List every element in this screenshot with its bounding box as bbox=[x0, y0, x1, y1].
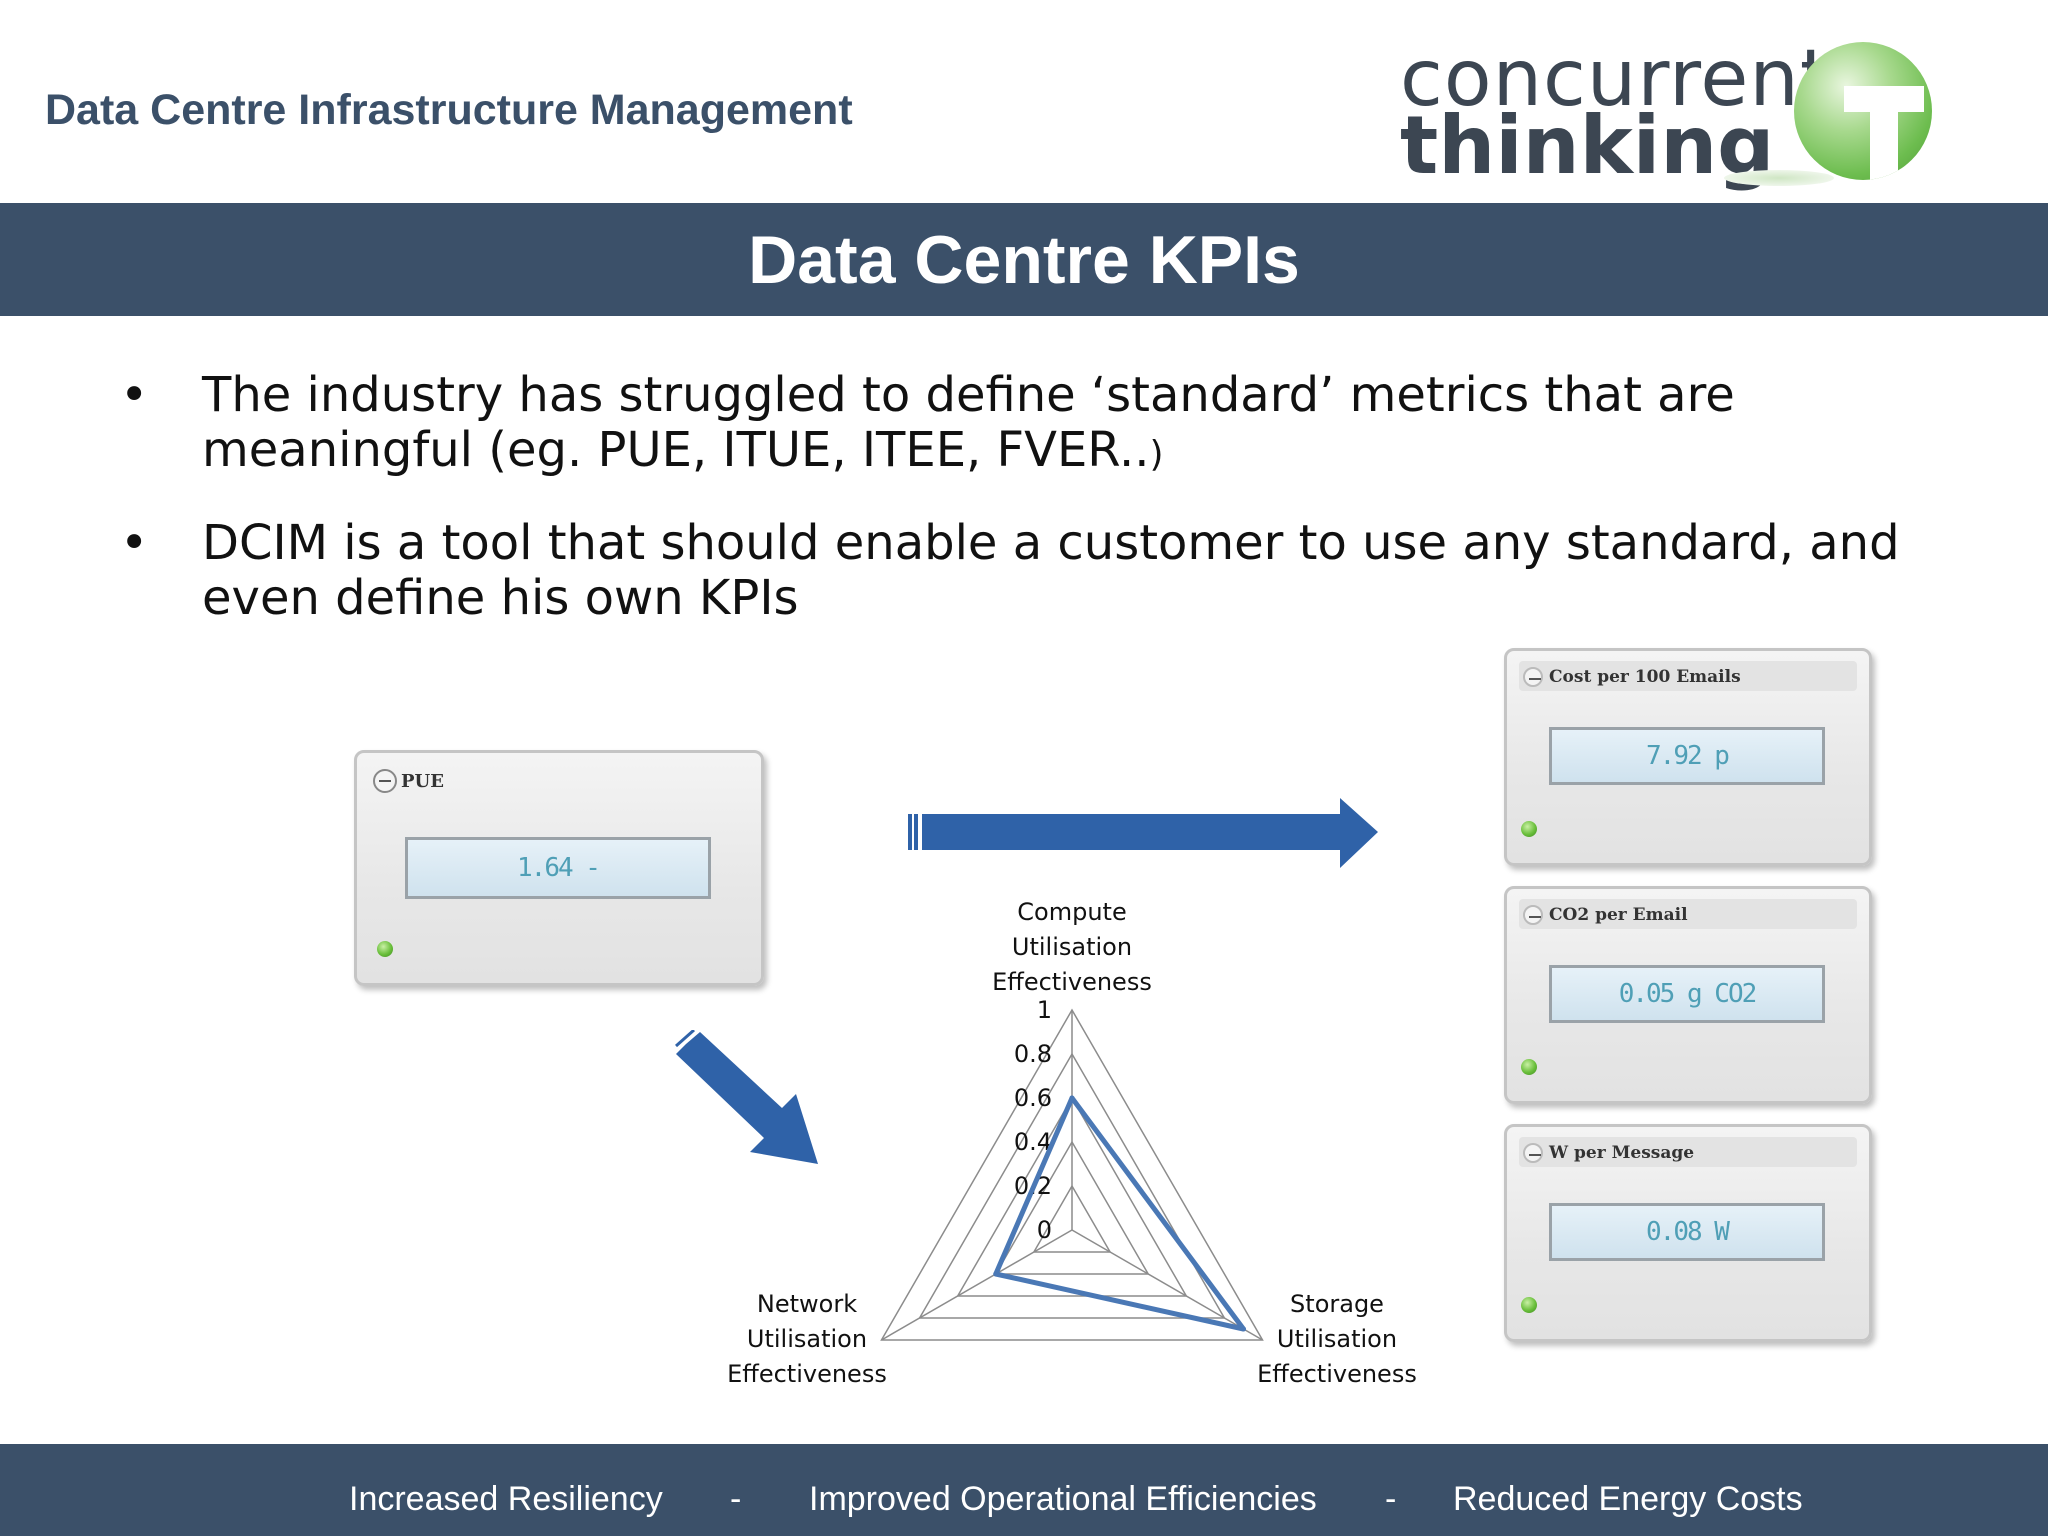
radar-grid-ring bbox=[956, 1096, 1188, 1297]
gauge-value-display: 7.92 p bbox=[1549, 727, 1825, 785]
radar-axis-label: Compute bbox=[1017, 898, 1126, 926]
radar-grid-ring bbox=[1032, 1184, 1112, 1253]
radar-axis-label: Network bbox=[757, 1290, 857, 1318]
status-led-icon bbox=[377, 941, 393, 957]
diagonal-arrow-icon bbox=[675, 1030, 818, 1164]
collapse-icon[interactable] bbox=[373, 769, 397, 793]
watts-per-message-gauge: W per Message 0.08 W bbox=[1504, 1124, 1872, 1342]
radar-tick-label: 0 bbox=[1037, 1216, 1052, 1244]
radar-series-line bbox=[993, 1095, 1246, 1332]
radar-data-point bbox=[1069, 1095, 1075, 1101]
bullet-dot: • bbox=[120, 367, 149, 423]
radar-axis-label: Utilisation bbox=[1012, 933, 1132, 961]
footer-separator: - bbox=[730, 1480, 742, 1518]
header-title: Data Centre Infrastructure Management bbox=[45, 86, 853, 134]
pue-gauge: PUE 1.64 - bbox=[354, 750, 764, 986]
footer-item-efficiencies: Improved Operational Efficiencies bbox=[809, 1480, 1317, 1518]
radar-axis-label: Utilisation bbox=[747, 1325, 867, 1353]
gauge-label: W per Message bbox=[1549, 1143, 1695, 1163]
right-arrow-icon bbox=[908, 798, 1378, 868]
radar-grid-ring bbox=[880, 1008, 1264, 1341]
gauge-value-display: 1.64 - bbox=[405, 837, 711, 899]
radar-spoke bbox=[1071, 1229, 1263, 1341]
radar-axis-label: Utilisation bbox=[1277, 1325, 1397, 1353]
radar-grid-ring bbox=[918, 1052, 1226, 1319]
collapse-icon[interactable] bbox=[1523, 667, 1543, 687]
footer-separator: - bbox=[1385, 1480, 1397, 1518]
logo-word-concurrent: concurrent bbox=[1400, 34, 1832, 124]
radar-data-point bbox=[1240, 1326, 1246, 1332]
slide-title: Data Centre KPIs bbox=[748, 221, 1300, 298]
radar-axis-label: Storage bbox=[1290, 1290, 1384, 1318]
bullet-item: • DCIM is a tool that should enable a cu… bbox=[120, 516, 1980, 626]
radar-tick-label: 0.8 bbox=[1014, 1040, 1052, 1068]
cost-per-emails-gauge: Cost per 100 Emails 7.92 p bbox=[1504, 648, 1872, 866]
company-logo: concurrent thinking bbox=[1392, 34, 1952, 194]
bullet-list: • The industry has struggled to define ‘… bbox=[120, 368, 1980, 660]
bullet-suffix: ) bbox=[1149, 434, 1164, 475]
radar-axis-label: Effectiveness bbox=[992, 968, 1152, 996]
logo-shadow bbox=[1724, 170, 1834, 186]
bullet-item: • The industry has struggled to define ‘… bbox=[120, 368, 1980, 482]
collapse-icon[interactable] bbox=[1523, 1143, 1543, 1163]
radar-axis-label: Effectiveness bbox=[727, 1360, 887, 1388]
status-led-icon bbox=[1521, 1059, 1537, 1075]
logo-word-thinking: thinking bbox=[1400, 99, 1775, 192]
gauge-value-display: 0.08 W bbox=[1549, 1203, 1825, 1261]
gauge-value-display: 0.05 g CO2 bbox=[1549, 965, 1825, 1023]
footer-item-resiliency: Increased Resiliency bbox=[349, 1480, 663, 1518]
logo-t-ball-icon bbox=[1794, 42, 1932, 180]
footer-item-energy: Reduced Energy Costs bbox=[1453, 1480, 1803, 1518]
slide-title-band: Data Centre KPIs bbox=[0, 203, 2048, 316]
bullet-text: The industry has struggled to define ‘st… bbox=[202, 367, 1735, 478]
gauge-label: Cost per 100 Emails bbox=[1549, 667, 1741, 687]
gauge-label: CO2 per Email bbox=[1549, 905, 1688, 925]
radar-data-point bbox=[993, 1271, 999, 1277]
radar-spoke bbox=[881, 1229, 1073, 1341]
kpi-radar-chart: 00.20.40.60.81ComputeUtilisationEffectiv… bbox=[727, 898, 1417, 1388]
status-led-icon bbox=[1521, 821, 1537, 837]
bullet-dot: • bbox=[120, 515, 149, 571]
footer-bar: Increased Resiliency - Improved Operatio… bbox=[0, 1444, 2048, 1536]
radar-tick-label: 0.4 bbox=[1014, 1128, 1052, 1156]
radar-axis-label: Effectiveness bbox=[1257, 1360, 1417, 1388]
radar-tick-label: 1 bbox=[1037, 996, 1052, 1024]
radar-grid-ring bbox=[994, 1140, 1150, 1275]
bullet-text: DCIM is a tool that should enable a cust… bbox=[202, 515, 1900, 626]
status-led-icon bbox=[1521, 1297, 1537, 1313]
collapse-icon[interactable] bbox=[1523, 905, 1543, 925]
co2-per-email-gauge: CO2 per Email 0.05 g CO2 bbox=[1504, 886, 1872, 1104]
gauge-label: PUE bbox=[401, 771, 444, 792]
radar-tick-label: 0.6 bbox=[1014, 1084, 1052, 1112]
